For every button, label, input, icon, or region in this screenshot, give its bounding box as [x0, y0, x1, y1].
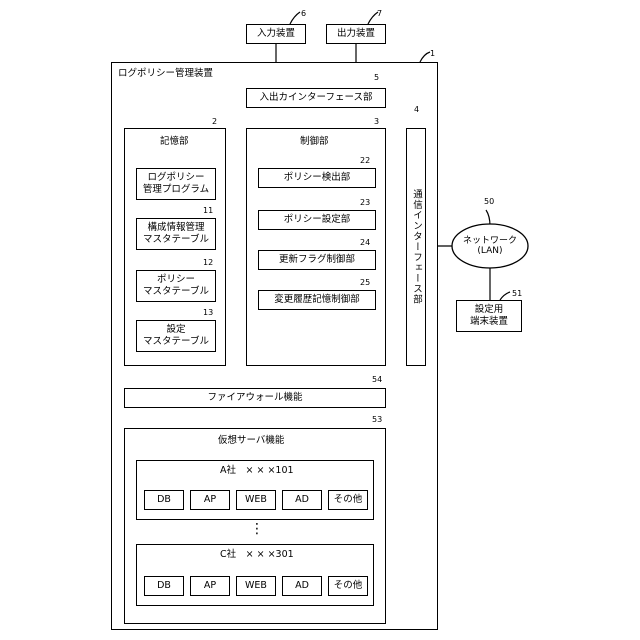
control-label: 制御部 — [300, 137, 329, 147]
control-item-history: 変更履歴記憶制御部 — [258, 290, 376, 310]
company-c-module-ap: AP — [190, 576, 230, 596]
company-c-module-db: DB — [144, 576, 184, 596]
company-a-module-ad: AD — [282, 490, 322, 510]
control-item-update-flag: 更新フラグ制御部 — [258, 250, 376, 270]
storage-item-settings-table: 設定 マスタテーブル — [136, 320, 216, 352]
main-apparatus-ref: 1 — [430, 50, 435, 58]
input-device-box: 入力装置 — [246, 24, 306, 44]
firewall-box: ファイアウォール機能 — [124, 388, 386, 408]
comm-interface-label: 通信インターフェース部 — [410, 189, 422, 305]
storage-item-config-ref: 11 — [203, 207, 213, 215]
company-a-module-web: WEB — [236, 490, 276, 510]
company-c-module-ad: AD — [282, 576, 322, 596]
main-apparatus-label: ログポリシー管理装置 — [118, 69, 213, 79]
storage-label: 記憶部 — [160, 137, 189, 147]
terminal-box: 設定用 端末装置 — [456, 300, 522, 332]
company-a-module-ap: AP — [190, 490, 230, 510]
company-a-label: A社 × × ×101 — [220, 466, 294, 476]
company-c-module-web: WEB — [236, 576, 276, 596]
storage-item-config-table: 構成情報管理 マスタテーブル — [136, 218, 216, 250]
storage-item-policy-table: ポリシー マスタテーブル — [136, 270, 216, 302]
control-item-policy-set-ref: 23 — [360, 199, 370, 207]
comm-interface-box: 通信インターフェース部 — [406, 128, 426, 366]
comm-interface-ref: 4 — [414, 106, 419, 114]
network-label: ネットワーク (LAN) — [452, 236, 528, 257]
storage-item-policy-ref: 12 — [203, 259, 213, 267]
input-device-ref: 6 — [301, 10, 306, 18]
io-interface-ref: 5 — [374, 74, 379, 82]
control-item-policy-set: ポリシー設定部 — [258, 210, 376, 230]
storage-ref: 2 — [212, 118, 217, 126]
control-item-update-flag-ref: 24 — [360, 239, 370, 247]
storage-item-settings-ref: 13 — [203, 309, 213, 317]
ellipsis: ⋮ — [250, 522, 264, 536]
firewall-ref: 54 — [372, 376, 382, 384]
io-interface-box: 入出カインターフェース部 — [246, 88, 386, 108]
network-ref: 50 — [484, 198, 494, 206]
terminal-ref: 51 — [512, 290, 522, 298]
company-c-module-other: その他 — [328, 576, 368, 596]
company-c-label: C社 × × ×301 — [220, 550, 294, 560]
output-device-ref: 7 — [377, 10, 382, 18]
control-ref: 3 — [374, 118, 379, 126]
company-a-module-db: DB — [144, 490, 184, 510]
control-item-policy-detect: ポリシー検出部 — [258, 168, 376, 188]
storage-item-program: ログポリシー 管理プログラム — [136, 168, 216, 200]
virtual-server-ref: 53 — [372, 416, 382, 424]
control-item-history-ref: 25 — [360, 279, 370, 287]
control-item-policy-detect-ref: 22 — [360, 157, 370, 165]
company-a-module-other: その他 — [328, 490, 368, 510]
virtual-server-label: 仮想サーバ機能 — [218, 436, 284, 446]
output-device-box: 出力装置 — [326, 24, 386, 44]
